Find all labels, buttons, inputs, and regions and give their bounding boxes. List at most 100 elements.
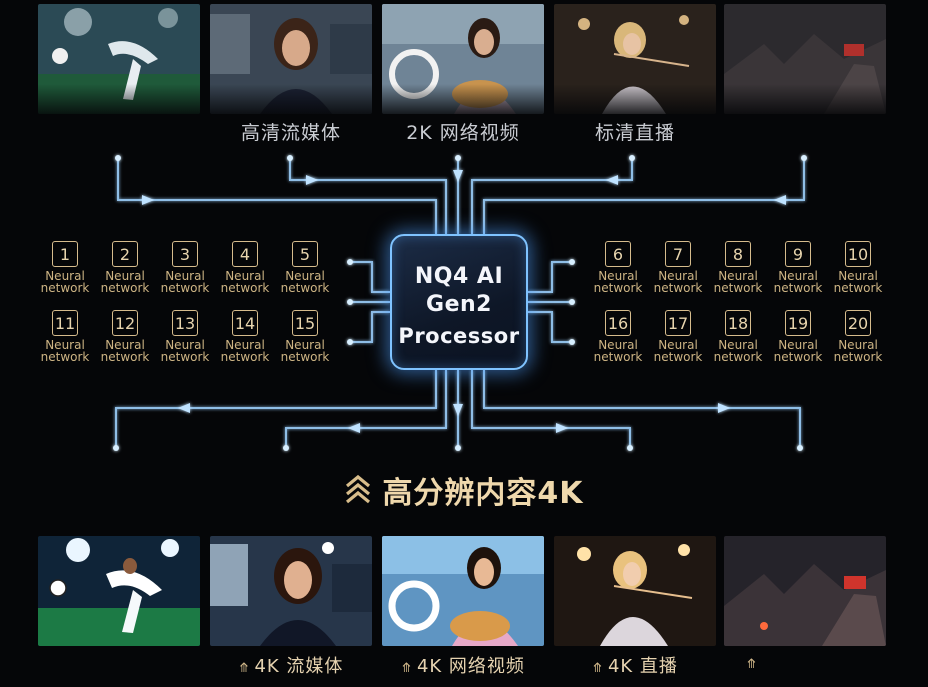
neural-network-13: 13 Neural network bbox=[153, 310, 217, 363]
chip-line-1: NQ4 AI bbox=[414, 264, 504, 289]
network-number: 1 bbox=[52, 241, 78, 267]
network-number: 12 bbox=[112, 310, 138, 336]
network-number: 19 bbox=[785, 310, 811, 336]
network-label-2: network bbox=[653, 281, 703, 295]
network-number: 2 bbox=[112, 241, 138, 267]
neural-network-2: 2 Neural network bbox=[93, 241, 157, 294]
thumb-top-news bbox=[210, 4, 372, 114]
network-number: 5 bbox=[292, 241, 318, 267]
network-number: 17 bbox=[665, 310, 691, 336]
network-label: Neural bbox=[718, 269, 758, 283]
thumb-top-soccer bbox=[38, 4, 200, 114]
neural-network-1: 1 Neural network bbox=[33, 241, 97, 294]
network-number: 11 bbox=[52, 310, 78, 336]
neural-network-3: 3 Neural network bbox=[153, 241, 217, 294]
top-caption-3: 2K 网络视频 bbox=[406, 122, 520, 144]
neural-network-19: 19 Neural network bbox=[766, 310, 830, 363]
top-caption-4: 标清直播 bbox=[594, 122, 675, 144]
bottom-caption-5: ⤊ bbox=[724, 652, 886, 673]
neural-network-7: 7 Neural network bbox=[646, 241, 710, 294]
neural-network-12: 12 Neural network bbox=[93, 310, 157, 363]
network-label-2: network bbox=[100, 350, 150, 364]
network-label-2: network bbox=[160, 281, 210, 295]
network-label: Neural bbox=[105, 338, 145, 352]
network-label: Neural bbox=[778, 269, 818, 283]
bottom-caption-4: ⤊4K 直播 bbox=[554, 652, 716, 678]
neural-network-6: 6 Neural network bbox=[586, 241, 650, 294]
headline-text: 高分辨内容4K bbox=[382, 476, 584, 511]
network-label-2: network bbox=[713, 350, 763, 364]
thumb-top-violin bbox=[554, 4, 716, 114]
neural-network-8: 8 Neural network bbox=[706, 241, 770, 294]
network-label-2: network bbox=[653, 350, 703, 364]
network-number: 20 bbox=[845, 310, 871, 336]
network-label-2: network bbox=[160, 350, 210, 364]
network-label: Neural bbox=[45, 338, 85, 352]
neural-network-10: 10 Neural network bbox=[826, 241, 890, 294]
network-label: Neural bbox=[778, 338, 818, 352]
network-label-2: network bbox=[280, 350, 330, 364]
network-label-2: network bbox=[593, 281, 643, 295]
chip-line-2: Gen2 bbox=[426, 292, 492, 317]
network-label: Neural bbox=[285, 269, 325, 283]
thumb-bottom-soccer bbox=[38, 536, 200, 646]
network-label: Neural bbox=[658, 338, 698, 352]
network-label-2: network bbox=[220, 350, 270, 364]
network-number: 10 bbox=[845, 241, 871, 267]
network-label: Neural bbox=[165, 269, 205, 283]
neural-network-14: 14 Neural network bbox=[213, 310, 277, 363]
network-label: Neural bbox=[718, 338, 758, 352]
network-label: Neural bbox=[658, 269, 698, 283]
neural-network-16: 16 Neural network bbox=[586, 310, 650, 363]
chevron-up-icon: ⤊ bbox=[401, 661, 413, 676]
neural-network-4: 4 Neural network bbox=[213, 241, 277, 294]
network-label-2: network bbox=[833, 350, 883, 364]
chip-line-3: Processor bbox=[398, 324, 520, 348]
network-label-2: network bbox=[40, 350, 90, 364]
network-number: 15 bbox=[292, 310, 318, 336]
processor-chip: NQ4 AI Gen2 Processor bbox=[390, 234, 528, 370]
network-number: 6 bbox=[605, 241, 631, 267]
network-label-2: network bbox=[593, 350, 643, 364]
neural-network-9: 9 Neural network bbox=[766, 241, 830, 294]
headline: 高分辨内容4K bbox=[330, 468, 598, 512]
bottom-caption-3-text: 4K 网络视频 bbox=[416, 656, 525, 677]
chevron-up-icon: ⤊ bbox=[746, 657, 758, 672]
network-number: 9 bbox=[785, 241, 811, 267]
network-label-2: network bbox=[713, 281, 763, 295]
network-label: Neural bbox=[225, 338, 265, 352]
thumb-bottom-news bbox=[210, 536, 372, 646]
network-label-2: network bbox=[833, 281, 883, 295]
network-label-2: network bbox=[40, 281, 90, 295]
network-number: 7 bbox=[665, 241, 691, 267]
network-label: Neural bbox=[285, 338, 325, 352]
network-label-2: network bbox=[100, 281, 150, 295]
network-label-2: network bbox=[280, 281, 330, 295]
network-label: Neural bbox=[225, 269, 265, 283]
thumb-bottom-guitar bbox=[382, 536, 544, 646]
network-label: Neural bbox=[105, 269, 145, 283]
network-label: Neural bbox=[598, 269, 638, 283]
network-label: Neural bbox=[838, 338, 878, 352]
bottom-caption-2: ⤊4K 流媒体 bbox=[210, 652, 372, 678]
network-label: Neural bbox=[45, 269, 85, 283]
network-number: 8 bbox=[725, 241, 751, 267]
network-number: 16 bbox=[605, 310, 631, 336]
network-number: 3 bbox=[172, 241, 198, 267]
thumb-top-game bbox=[724, 4, 886, 114]
network-number: 13 bbox=[172, 310, 198, 336]
thumb-top-guitar bbox=[382, 4, 544, 114]
network-number: 18 bbox=[725, 310, 751, 336]
neural-network-5: 5 Neural network bbox=[273, 241, 337, 294]
bottom-caption-2-text: 4K 流媒体 bbox=[254, 656, 344, 677]
network-number: 14 bbox=[232, 310, 258, 336]
neural-network-11: 11 Neural network bbox=[33, 310, 97, 363]
network-label: Neural bbox=[838, 269, 878, 283]
network-label-2: network bbox=[220, 281, 270, 295]
neural-network-15: 15 Neural network bbox=[273, 310, 337, 363]
network-label: Neural bbox=[165, 338, 205, 352]
chevron-up-icon: ⤊ bbox=[592, 661, 604, 676]
network-label-2: network bbox=[773, 350, 823, 364]
upscale-chevron-icon bbox=[346, 474, 371, 504]
